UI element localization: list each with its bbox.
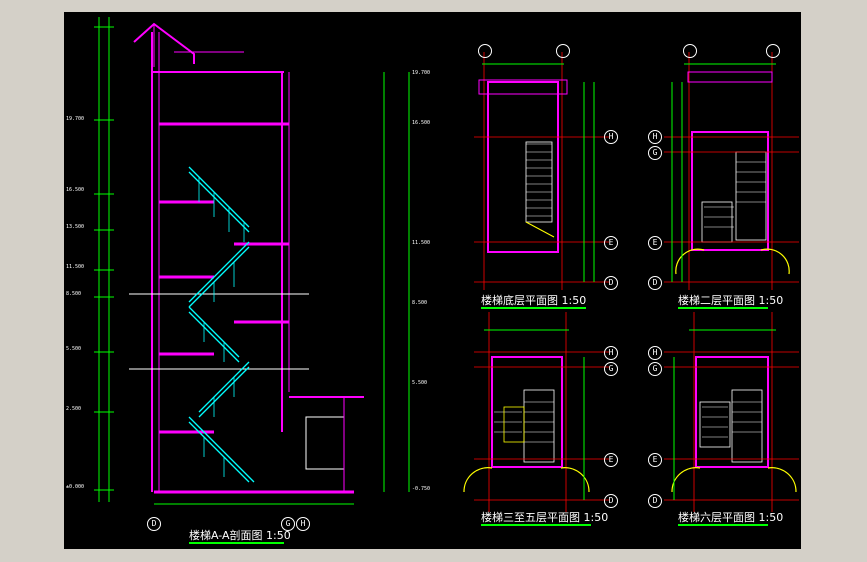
axis-bubble-G: G — [281, 517, 295, 531]
axis-bubble-top — [556, 44, 570, 58]
title-underline — [678, 307, 768, 309]
axis-bubble-D: D — [604, 494, 618, 508]
axis-bubble-H: H — [604, 346, 618, 360]
drawing-svg: 16.500 13.500 11.500 8.500 5.500 2.500 ±0.0… — [66, 17, 799, 512]
axis-bubble-D: D — [648, 494, 662, 508]
plan-title-ground: 楼梯底层平面图 1:50 — [481, 294, 587, 307]
axis-bubble-E: E — [648, 236, 662, 250]
plan-sixth — [664, 312, 799, 512]
title-underline — [481, 307, 586, 309]
svg-text:5.500: 5.500 — [66, 346, 81, 352]
axis-bubble-top — [766, 44, 780, 58]
axis-bubble-E: E — [648, 453, 662, 467]
axis-bubble-D: D — [147, 517, 161, 531]
svg-text:19.700: 19.700 — [412, 70, 430, 76]
plan-title-three-five: 楼梯三至五层平面图 1:50 — [481, 511, 609, 524]
section-view: 16.500 13.500 11.500 8.500 5.500 2.500 ±0.0… — [66, 17, 430, 505]
title-underline — [189, 542, 284, 544]
svg-text:11.500: 11.500 — [66, 264, 84, 270]
title-underline — [481, 524, 591, 526]
svg-text:±0.000: ±0.000 — [66, 484, 84, 490]
svg-text:2.500: 2.500 — [66, 406, 81, 412]
axis-bubble-G: G — [648, 146, 662, 160]
cad-drawing-canvas: 16.500 13.500 11.500 8.500 5.500 2.500 ±0.0… — [64, 12, 801, 549]
section-title: 楼梯A-A剖面图 1:50 — [189, 529, 291, 542]
svg-text:16.500: 16.500 — [66, 187, 84, 193]
svg-text:16.500: 16.500 — [412, 120, 430, 126]
svg-text:8.500: 8.500 — [66, 291, 81, 297]
axis-bubble-H: H — [604, 130, 618, 144]
axis-bubble-G: G — [648, 362, 662, 376]
svg-text:13.500: 13.500 — [66, 224, 84, 230]
svg-text:11.500: 11.500 — [412, 240, 430, 246]
axis-bubble-top — [478, 44, 492, 58]
axis-bubble-E: E — [604, 453, 618, 467]
svg-text:19.700: 19.700 — [66, 116, 84, 122]
axis-bubble-D: D — [648, 276, 662, 290]
svg-text:-0.750: -0.750 — [412, 486, 430, 492]
plan-title-second: 楼梯二层平面图 1:50 — [678, 294, 784, 307]
axis-bubble-D: D — [604, 276, 618, 290]
axis-bubble-E: E — [604, 236, 618, 250]
plan-ground — [474, 52, 609, 290]
svg-text:5.500: 5.500 — [412, 380, 427, 386]
axis-bubble-top — [683, 44, 697, 58]
axis-bubble-G: G — [604, 362, 618, 376]
plan-title-sixth: 楼梯六层平面图 1:50 — [678, 511, 784, 524]
axis-bubble-H: H — [648, 346, 662, 360]
plan-second — [664, 52, 799, 290]
plan-three-to-five — [463, 312, 609, 512]
title-underline — [678, 524, 768, 526]
svg-text:8.500: 8.500 — [412, 300, 427, 306]
axis-bubble-H: H — [648, 130, 662, 144]
axis-bubble-H: H — [296, 517, 310, 531]
